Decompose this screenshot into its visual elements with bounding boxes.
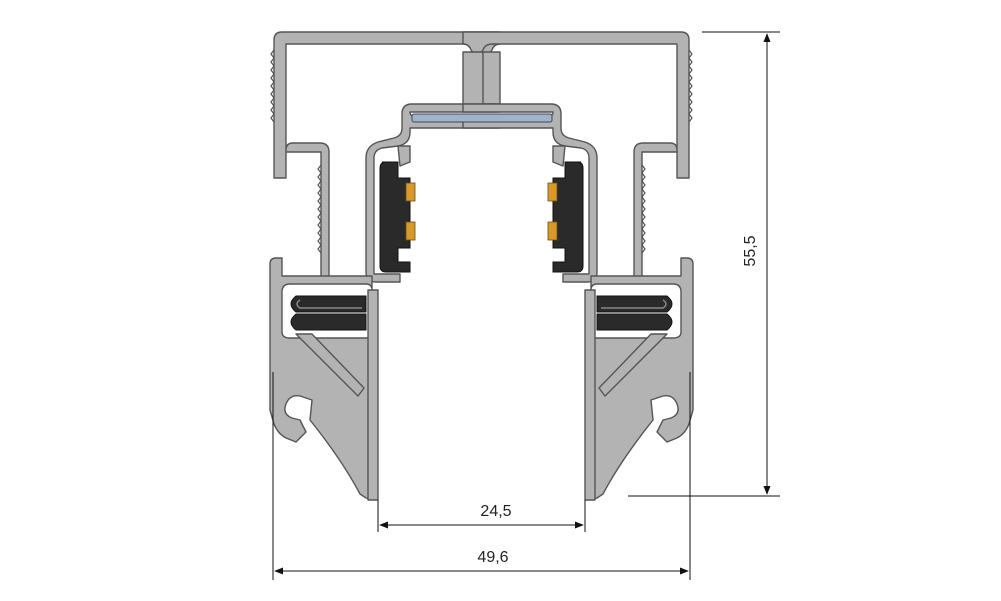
dim-label-inner-width: 24,5 xyxy=(480,503,511,520)
dim-label-outer-width: 49,6 xyxy=(477,549,508,566)
profile-outline xyxy=(269,31,694,501)
dim-label-height: 55,5 xyxy=(742,235,759,266)
dimension-lines xyxy=(272,31,780,580)
diffuser-strip xyxy=(411,113,553,123)
